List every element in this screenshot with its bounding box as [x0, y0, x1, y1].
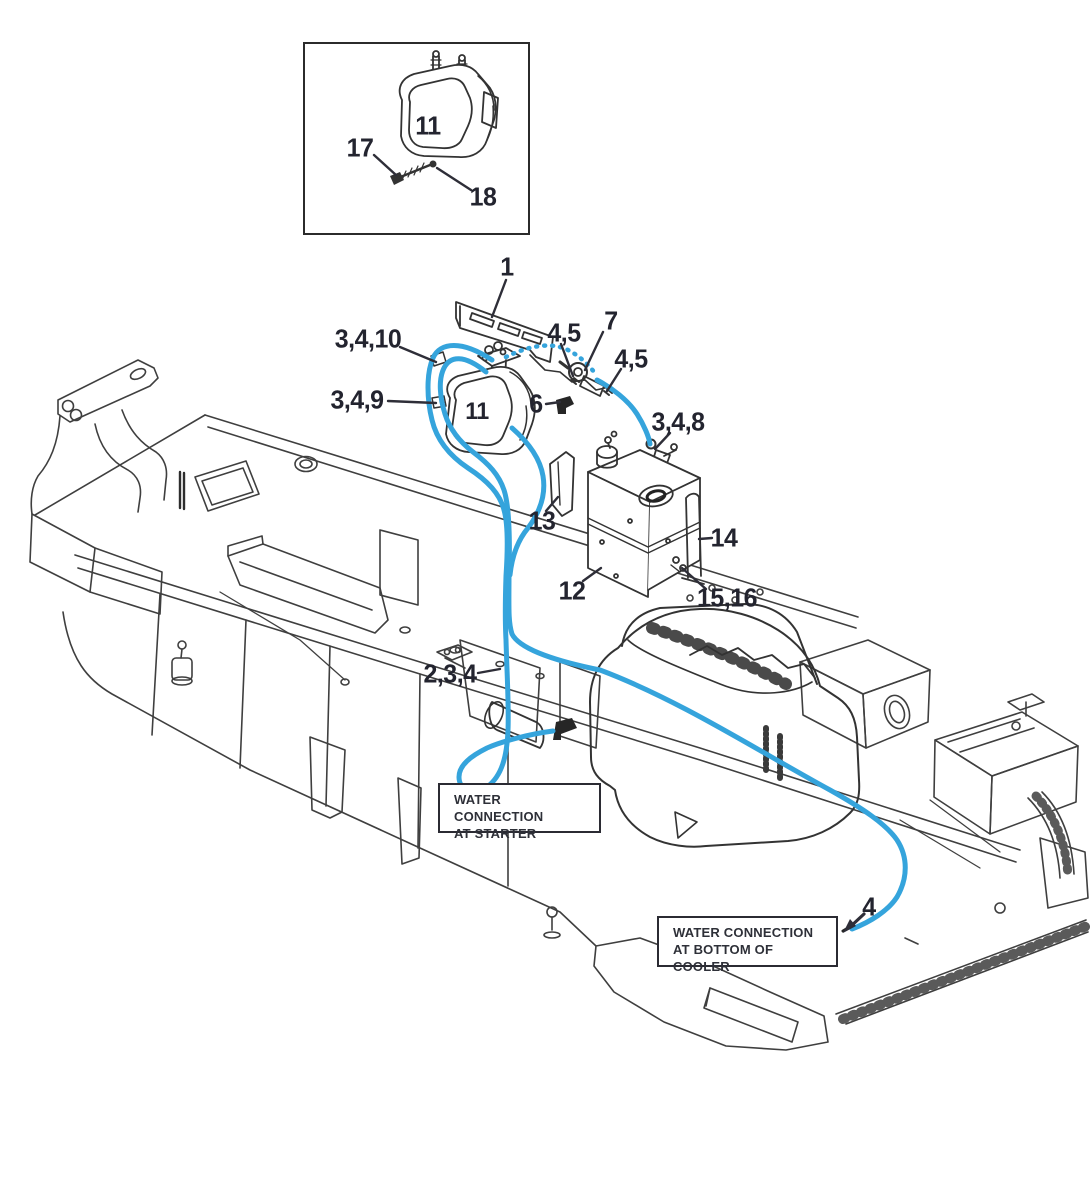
callout-inset-pump: 11 — [415, 110, 441, 141]
note-line: AT BOTTOM OF COOLER — [673, 942, 774, 974]
callout-tank: 12 — [558, 575, 586, 606]
chassis-frame — [29, 414, 1021, 947]
hose-hidden-dotted — [503, 343, 600, 379]
callout-inset-washer: 18 — [469, 181, 497, 212]
inset-detail-frame — [303, 42, 530, 235]
callout-pump-main: 11 — [465, 398, 489, 425]
callout-thermostat: 7 — [604, 305, 618, 336]
air-box — [799, 639, 931, 749]
callout-elbow-fitting: 6 — [529, 388, 543, 419]
note-water-connection-starter: WATER CONNECTION AT STARTER — [438, 783, 601, 841]
note-line: AT STARTER — [454, 826, 537, 841]
callout-fitting-right: 4,5 — [614, 343, 648, 374]
callout-mid-hose-clamps: 2,3,4 — [423, 658, 477, 689]
hose-thermostat-to-fitting — [594, 377, 653, 447]
inset-pump-detail — [390, 50, 499, 185]
callout-hose-clamps-upper: 3,4,10 — [334, 323, 402, 354]
callout-tank-strap: 14 — [710, 522, 738, 553]
hose-pump-to-starter — [425, 343, 556, 794]
callout-leaders — [372, 153, 866, 933]
front-lift-bracket — [30, 359, 168, 515]
callout-strap-hardware: 15,16 — [696, 582, 758, 613]
cooler-assembly — [933, 693, 1079, 881]
hose-pump-to-cooler — [437, 356, 908, 932]
note-line: WATER CONNECTION — [673, 925, 814, 940]
callout-mounting-plate: 1 — [500, 251, 514, 282]
callout-tank-bracket: 13 — [528, 505, 556, 536]
engine-assembly — [483, 603, 861, 848]
rear-frame — [593, 799, 1090, 1051]
tank-assembly — [549, 430, 705, 598]
note-line: WATER CONNECTION — [454, 792, 544, 824]
callout-inset-screw: 17 — [346, 132, 374, 163]
callout-fitting-upper: 4,5 — [547, 317, 581, 348]
hose-pump-to-tank — [507, 425, 547, 578]
callout-tank-fitting: 3,4,8 — [651, 406, 705, 437]
note-water-connection-cooler: WATER CONNECTION AT BOTTOM OF COOLER — [657, 916, 838, 974]
callout-cooler-hose: 4 — [862, 891, 876, 922]
callout-hose-clamps-lower: 3,4,9 — [330, 384, 384, 415]
